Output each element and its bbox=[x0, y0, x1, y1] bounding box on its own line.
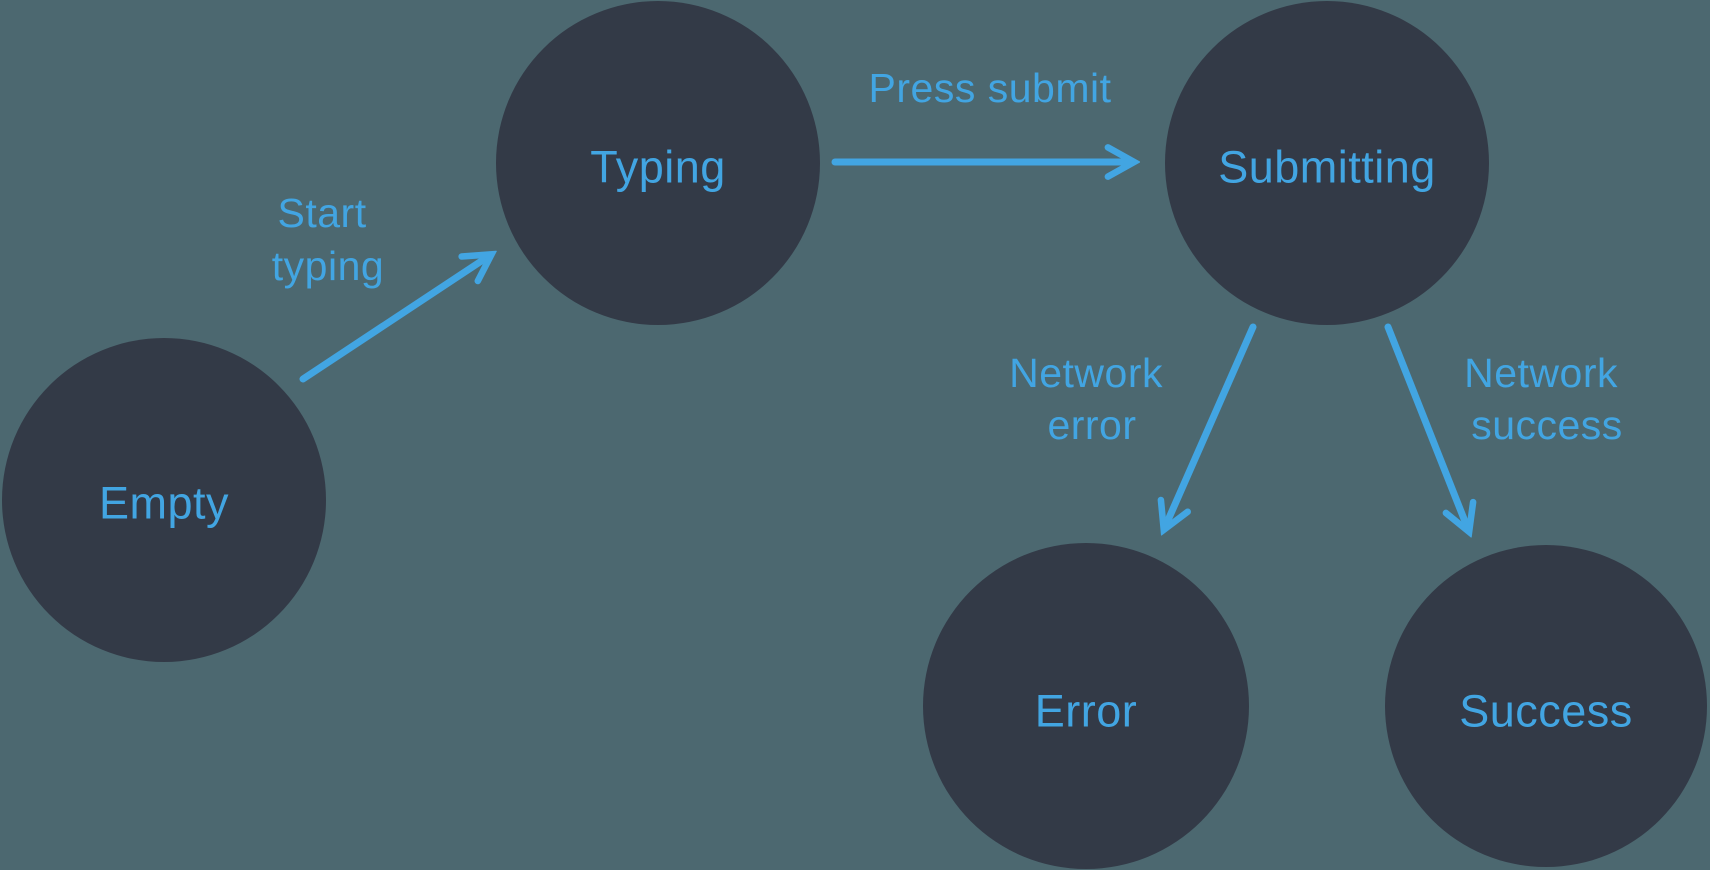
state-label-typing: Typing bbox=[590, 142, 726, 193]
edge-label-line: Network bbox=[1009, 350, 1163, 396]
edge-labels: Start typing Press submit Network error … bbox=[272, 65, 1630, 448]
edge-label-line: Network bbox=[1464, 350, 1618, 396]
edge-label-network-error: Network error bbox=[1009, 350, 1175, 448]
edge-network-error-arrow bbox=[1165, 323, 1257, 527]
state-label-submitting: Submitting bbox=[1218, 142, 1436, 193]
edges bbox=[299, 162, 1468, 529]
state-node-submitting bbox=[1165, 1, 1489, 325]
edge-label-network-success: Network success bbox=[1464, 350, 1630, 448]
edge-label-line: Start bbox=[278, 190, 367, 236]
state-node-typing bbox=[496, 1, 820, 325]
state-label-success: Success bbox=[1459, 686, 1633, 737]
edge-label-line: error bbox=[1047, 402, 1136, 448]
edge-label-line: typing bbox=[272, 243, 384, 289]
edge-start-typing-arrow bbox=[299, 256, 489, 383]
edge-network-success-arrow bbox=[1384, 323, 1468, 529]
state-node-empty bbox=[2, 338, 326, 662]
state-node-success bbox=[1385, 545, 1707, 867]
state-node-error bbox=[923, 543, 1249, 869]
edge-label-start-typing: Start typing bbox=[272, 190, 384, 289]
state-label-empty: Empty bbox=[99, 478, 229, 529]
state-label-error: Error bbox=[1035, 686, 1138, 737]
edge-label-press-submit: Press submit bbox=[869, 65, 1112, 111]
edge-label-line: success bbox=[1471, 402, 1623, 448]
edge-label-line: Press submit bbox=[869, 65, 1112, 111]
